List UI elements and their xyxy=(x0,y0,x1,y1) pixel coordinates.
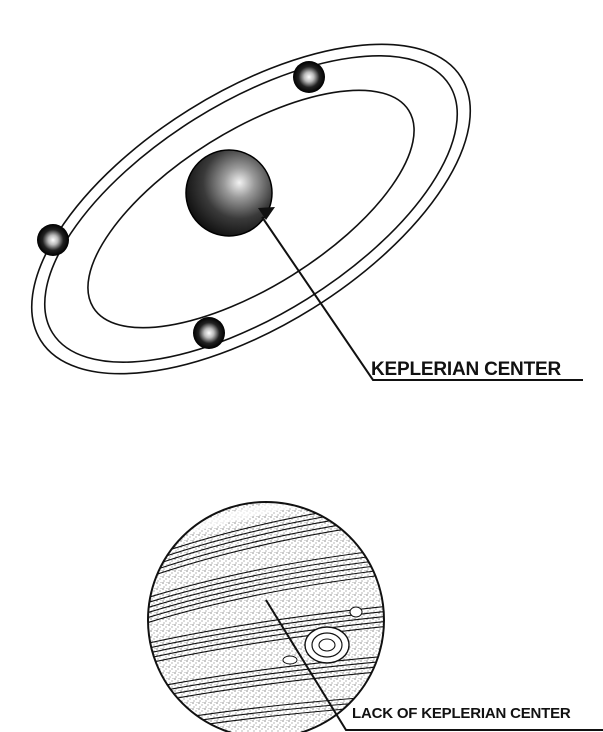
central-body xyxy=(186,150,272,236)
orbiting-body-bottom xyxy=(193,317,225,349)
keplerian-center-label: KEPLERIAN CENTER xyxy=(371,359,561,380)
orbiting-body-left xyxy=(37,224,69,256)
lack-keplerian-center-label: LACK OF KEPLERIAN CENTER xyxy=(352,705,571,722)
orbiting-body-top xyxy=(293,61,325,93)
keplerian-system: KEPLERIAN CENTER xyxy=(0,0,583,440)
banded-planet: LACK OF KEPLERIAN CENTER xyxy=(140,480,603,732)
keplerian-leader-line xyxy=(262,217,583,380)
